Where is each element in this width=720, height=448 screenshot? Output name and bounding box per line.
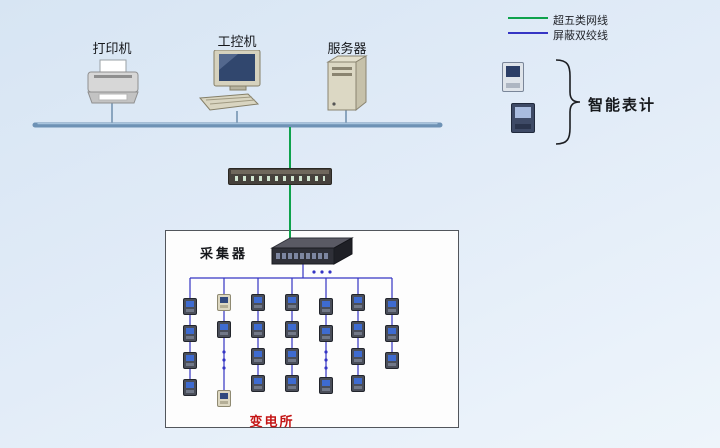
collector-label: 采集器 <box>200 246 249 261</box>
smart-meter-light-icon <box>502 62 524 92</box>
legend-cat5-label: 超五类网线 <box>553 15 608 27</box>
legend-stp-label: 屏蔽双绞线 <box>553 30 608 42</box>
smart-meters-brace <box>555 59 581 145</box>
printer-icon <box>87 59 139 104</box>
ethernet-switch-icon <box>228 168 332 185</box>
smart-meter-dark-icon <box>511 103 535 133</box>
server-label: 服务器 <box>327 41 367 56</box>
smart-meters-label: 智能表计 <box>588 97 657 114</box>
printer-label: 打印机 <box>92 41 132 56</box>
industrial-pc-icon <box>199 50 261 111</box>
server-icon <box>326 55 368 112</box>
collector-icon <box>270 237 354 265</box>
substation-label: 变电所 <box>249 414 295 429</box>
ipc-label: 工控机 <box>217 34 257 49</box>
